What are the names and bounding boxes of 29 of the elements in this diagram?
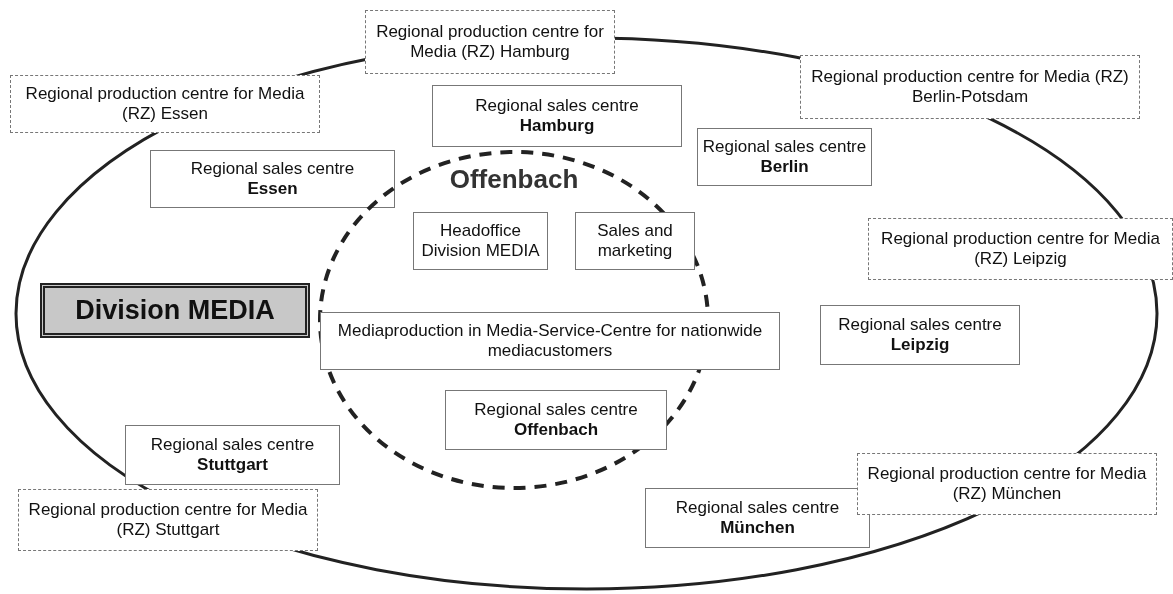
city-name: Stuttgart: [197, 455, 268, 476]
sales-centre-box: [645, 488, 870, 548]
centre-label: Regional sales centre: [190, 158, 355, 179]
city-name: Hamburg: [519, 116, 595, 137]
city-name: Berlin: [760, 157, 809, 178]
unit-box: Sales and marketing: [575, 212, 695, 270]
centre-label: Regional sales centre: [675, 497, 840, 518]
division-box: Division MEDIA: [40, 283, 310, 338]
centre-label: Regional sales centre: [838, 314, 1002, 335]
production-centre-box: Regional production centre for Media (RZ) Berlin-Potsdam: [800, 55, 1140, 119]
unit-box: Headoffice Division MEDIA: [413, 212, 548, 270]
centre-label: Regional sales centre: [475, 95, 639, 116]
area-title: Offenbach: [449, 164, 579, 196]
sales-centre-box: [150, 150, 395, 208]
production-centre-box: Regional production centre for Media (RZ) Stuttgart: [18, 489, 318, 551]
centre-label: Regional sales centre: [474, 399, 638, 420]
city-name: Offenbach: [513, 420, 599, 441]
city-name: Essen: [247, 179, 298, 200]
production-centre-box: Regional production centre for Media (RZ) Hamburg: [365, 10, 615, 74]
sales-centre-box: [820, 305, 1020, 365]
city-name: Leipzig: [890, 335, 950, 356]
sales-centre-box: [445, 390, 667, 450]
centre-label: Regional sales centre: [702, 136, 867, 157]
centre-label: Regional sales centre: [150, 434, 315, 455]
unit-box: Mediaproduction in Media-Service-Centre for nationwide mediacustomers: [320, 312, 780, 370]
production-centre-box: Regional production centre for Media (RZ) Essen: [10, 75, 320, 133]
sales-centre-box: [432, 85, 682, 147]
sales-centre-box: [697, 128, 872, 186]
city-name: München: [720, 518, 795, 539]
